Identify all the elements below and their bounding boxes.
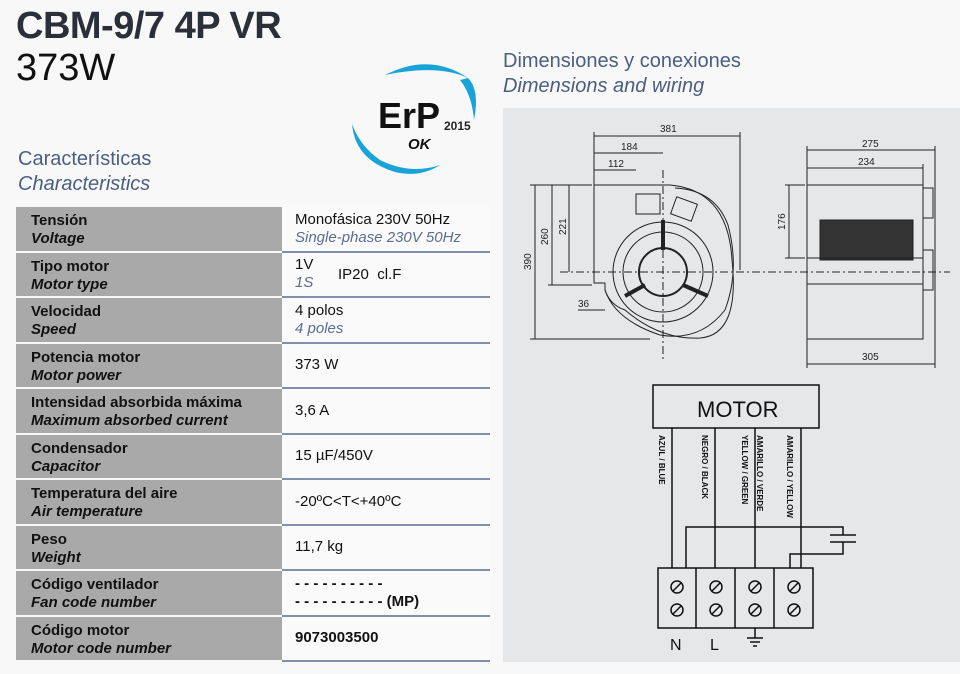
label-es: Potencia motor	[31, 348, 141, 366]
label-es: Código ventilador	[31, 576, 159, 594]
label-es: Código motor	[31, 621, 130, 639]
dim-234: 234	[858, 157, 875, 168]
label-es: Tensión	[31, 212, 88, 230]
product-power: 373W	[16, 47, 116, 89]
label-en: Motor power	[31, 366, 121, 384]
label-es: Velocidad	[31, 303, 102, 321]
label-en: Fan code number	[31, 594, 157, 612]
ground-icon	[747, 628, 763, 647]
value: 15 µF/450V	[295, 447, 373, 465]
dim-221: 221	[558, 218, 569, 235]
value: 3,6 A	[295, 401, 330, 419]
wire-label: NEGRO / BLACK	[700, 435, 709, 499]
erp-logo-status: OK	[408, 136, 432, 153]
protection-class: IP20 cl.F	[338, 265, 402, 283]
value: - - - - - - - - - -	[295, 574, 383, 592]
value: -20ºC<T<+40ºC	[295, 492, 402, 510]
dimensions-title-en: Dimensions and wiring	[503, 75, 705, 97]
value-en: Single-phase 230V 50Hz	[295, 228, 461, 246]
dimension-drawing: 381 184 112 36 390 260 221 275 234 176 3…	[523, 124, 950, 368]
dimensions-title: Dimensiones y conexiones	[503, 50, 741, 72]
product-title: CBM-9/7 4P VR	[16, 5, 282, 47]
value: 373 W	[295, 356, 339, 374]
label-es: Condensador	[31, 439, 128, 457]
motor-label: MOTOR	[697, 397, 778, 422]
label-en: Air temperature	[31, 503, 143, 521]
characteristics-title: Características	[18, 148, 152, 170]
erp-logo: ErP 2015 OK	[352, 64, 476, 174]
terminal-l: L	[710, 637, 719, 654]
wire-label: YELLOW / GREEN	[740, 435, 749, 505]
label-es: Intensidad absorbida máxima	[31, 394, 242, 412]
wire-label: AZUL / BLUE	[657, 435, 666, 485]
value: 4 polos	[295, 301, 344, 319]
wire-label: AMARILLO / YELLOW	[785, 435, 794, 518]
label-es: Tipo motor	[31, 257, 110, 275]
value: 11,7 kg	[295, 538, 344, 556]
label-en: Motor type	[31, 275, 108, 293]
label-en: Capacitor	[31, 457, 101, 475]
erp-logo-text: ErP	[378, 95, 440, 136]
value: 9073003500	[295, 629, 379, 647]
dim-275: 275	[862, 139, 879, 150]
label-en: Speed	[31, 321, 77, 339]
dim-176: 176	[777, 213, 788, 230]
label-en: Motor code number	[31, 639, 172, 657]
value: 1V	[295, 256, 314, 274]
label-es: Peso	[31, 530, 67, 548]
value-mp: - - - - - - - - - - (MP)	[295, 592, 420, 610]
label-es: Temperatura del aire	[31, 485, 178, 503]
dim-381: 381	[660, 124, 677, 135]
label-en: Voltage	[31, 230, 85, 248]
dim-36: 36	[578, 299, 590, 310]
dim-260: 260	[540, 228, 551, 245]
dim-390: 390	[523, 253, 534, 270]
dim-305: 305	[862, 352, 879, 363]
dim-112: 112	[608, 159, 624, 170]
wire-label: AMARILLO / VERDE	[755, 435, 764, 512]
characteristics-title-en: Characteristics	[18, 173, 151, 195]
wiring-diagram: MOTOR AZUL / BLUE NEGRO / BLACK YELLOW /…	[652, 384, 856, 654]
label-en: Weight	[31, 548, 81, 566]
value: Monofásica 230V 50Hz	[295, 210, 451, 228]
value-en: 4 poles	[295, 319, 344, 337]
label-en: Maximum absorbed current	[31, 412, 228, 430]
terminal-n: N	[670, 637, 682, 654]
dim-184: 184	[621, 142, 638, 153]
value-en: 1S	[295, 274, 314, 292]
erp-logo-year: 2015	[444, 119, 471, 133]
